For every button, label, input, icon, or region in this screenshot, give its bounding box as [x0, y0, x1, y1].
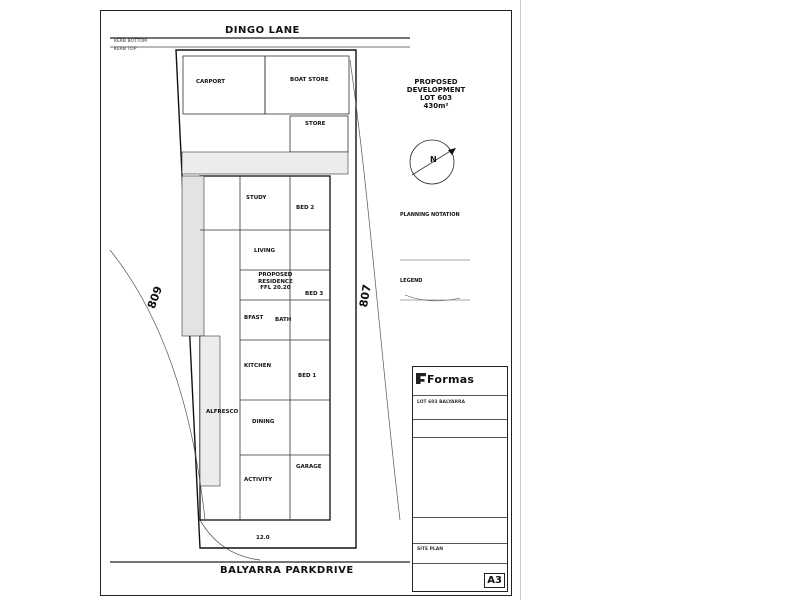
crop-line: [520, 0, 521, 600]
road-label-bottom: BALYARRA PARKDRIVE: [220, 565, 354, 576]
room-kitchen: KITCHEN: [244, 363, 272, 369]
room-dining: DINING: [252, 419, 275, 425]
lot-title-line: LOT 603: [420, 94, 452, 103]
north-arrow-circle: [409, 139, 455, 185]
room-living: LIVING: [254, 248, 275, 254]
room-boat-store: BOAT STORE: [290, 77, 329, 83]
planning-notation-heading: PLANNING NOTATION: [400, 212, 460, 218]
title-block: Formas LOT 603 BALYARRA SITE PLAN A3: [412, 366, 508, 592]
kerb-top-label: KERB TOP: [114, 47, 137, 52]
room-bed1: BED 1: [298, 373, 317, 379]
room-bath: BATH: [275, 317, 292, 323]
lot-boundary: [175, 49, 357, 549]
hatched-area-mid: [199, 335, 221, 487]
lot-title-line: PROPOSED: [414, 78, 458, 86]
residence-line: PROPOSED: [258, 272, 293, 278]
drawing-sheet: [100, 10, 512, 596]
contour-807: [349, 59, 401, 521]
hatched-area-left: [181, 175, 205, 337]
north-label: N: [430, 155, 437, 164]
boat-store-outline: [264, 55, 350, 115]
room-bed3: BED 3: [305, 291, 324, 297]
lot-title-line: DEVELOPMENT: [406, 86, 466, 95]
formas-logo-icon: [416, 373, 426, 384]
lot-title: PROPOSED DEVELOPMENT LOT 603 430m²: [396, 78, 476, 110]
room-alfresco: ALFRESCO: [206, 409, 239, 415]
lot-line: LOT 603 BALYARRA: [417, 400, 465, 405]
room-store: STORE: [305, 121, 326, 127]
lot-area: 430m²: [423, 102, 449, 111]
dimension-bottom: 12.0: [256, 535, 270, 541]
hatched-area-top: [181, 151, 349, 175]
residence-ffl: FFL 20.20: [260, 285, 291, 292]
room-bed2: BED 2: [296, 205, 315, 211]
contour-809: [109, 249, 206, 521]
sheet-title: SITE PLAN: [417, 547, 444, 552]
room-bfast: BFAST: [244, 315, 264, 321]
residence-line: RESIDENCE: [258, 278, 293, 285]
room-garage: GARAGE: [296, 464, 322, 470]
residence-label: PROPOSED RESIDENCE FFL 20.20: [258, 272, 293, 292]
room-activity: ACTIVITY: [244, 477, 273, 483]
sheet-size: A3: [484, 573, 505, 588]
company-logo: Formas: [427, 373, 475, 386]
kerb-bottom-label: KERB BOTTOM: [114, 39, 147, 44]
room-carport: CARPORT: [196, 79, 225, 85]
room-study: STUDY: [246, 195, 267, 201]
road-label-top: DINGO LANE: [225, 25, 300, 36]
legend-heading: LEGEND: [400, 278, 423, 284]
